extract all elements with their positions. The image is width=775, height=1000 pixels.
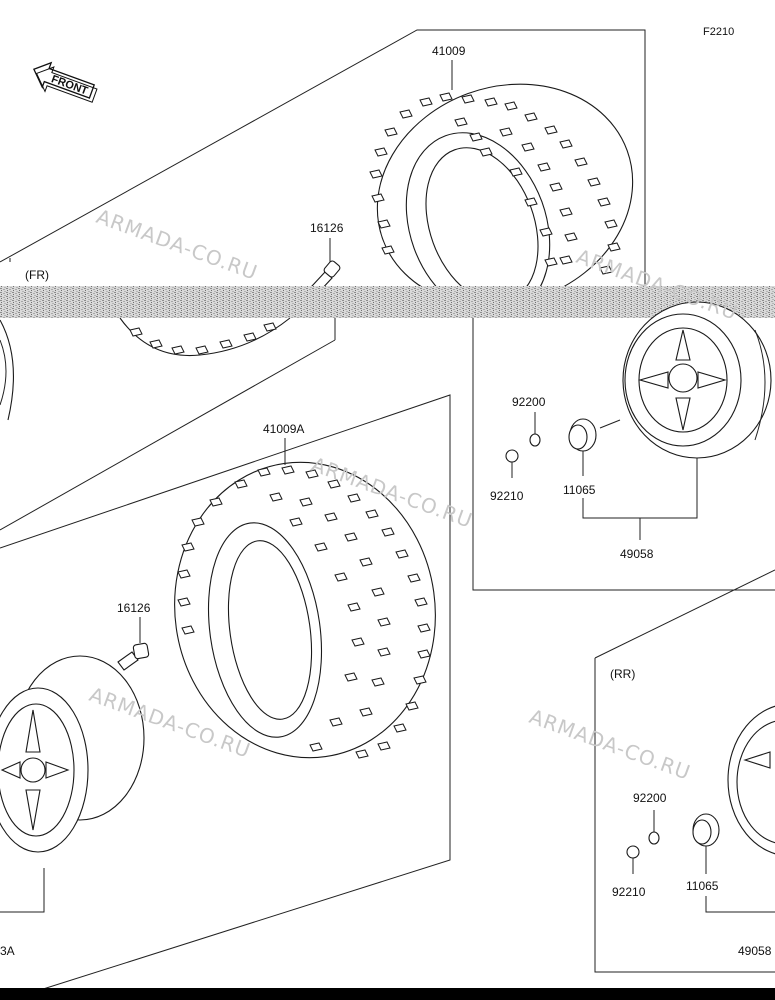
- tire-fragment: [119, 317, 291, 357]
- part-label-92210-rr: 92210: [612, 885, 646, 899]
- part-label-92200-fr: 92200: [512, 395, 546, 409]
- watermark-5: ARMADA-CO.RU: [526, 704, 694, 785]
- washer-rr: [648, 831, 660, 845]
- tire-rear-drawing: [174, 461, 436, 759]
- section-label-rear: (RR): [610, 667, 635, 681]
- part-label-92200-rr: 92200: [633, 791, 667, 805]
- part-label-11065-rr: 11065: [686, 879, 719, 893]
- watermark-1: ARMADA-CO.RU: [93, 204, 261, 285]
- valve-stem-lower: [117, 642, 150, 671]
- wheel-partial-upper: [0, 319, 14, 421]
- washer-fr: [529, 433, 541, 447]
- part-label-16126-upper: 16126: [310, 221, 344, 235]
- scan-tear-band: [0, 286, 775, 318]
- wheel-front-drawing: [622, 301, 772, 459]
- part-label-16126-lower: 16126: [117, 601, 151, 615]
- nut-fr: [505, 449, 519, 463]
- rear-section-frame: [0, 394, 775, 991]
- part-label-41009a: 41009A: [263, 422, 304, 436]
- part-label-49058-rr: 49058: [738, 944, 772, 958]
- part-label-11065-fr: 11065: [563, 483, 596, 497]
- part-label-left-partial: 3A: [0, 944, 15, 958]
- wheel-left-drawing: [0, 655, 145, 853]
- part-label-41009: 41009: [432, 44, 466, 58]
- part-label-92210-fr: 92210: [490, 489, 524, 503]
- nut-rr: [626, 845, 640, 859]
- front-section-frame: [0, 29, 775, 591]
- hub-cap-fr: [568, 418, 597, 452]
- figure-code: F2210: [703, 26, 734, 38]
- tire-front-drawing: [369, 83, 634, 318]
- hub-cap-rr: [692, 813, 720, 847]
- section-label-front: (FR): [25, 268, 49, 282]
- footer-bar: [0, 988, 775, 1000]
- part-label-49058-fr: 49058: [620, 547, 654, 561]
- wheel-rear-drawing: [727, 705, 775, 855]
- front-arrow-icon: FRONT: [33, 61, 98, 103]
